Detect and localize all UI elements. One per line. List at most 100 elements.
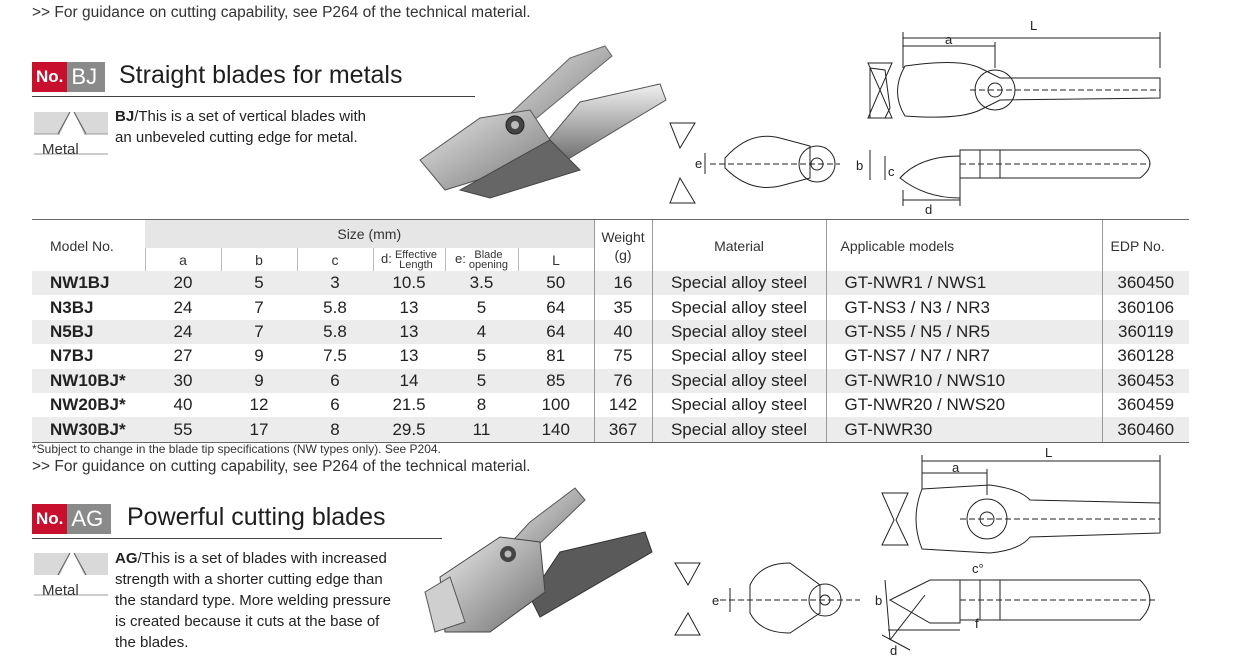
- cell-weight: 16: [593, 271, 652, 296]
- header-weight: Weight (g): [593, 219, 652, 271]
- section-badge-bj: No. BJ: [32, 62, 106, 92]
- cell-L: 50: [518, 271, 594, 296]
- desc-line: is created because it cuts at the base o…: [115, 613, 380, 630]
- cell-a: 24: [145, 319, 221, 345]
- cell-material: Special alloy steel: [651, 295, 826, 320]
- dim-label-L: L: [1030, 18, 1037, 33]
- cell-model: N3BJ: [50, 297, 94, 317]
- dim-label-c: c: [888, 164, 895, 179]
- dim-label-e: e: [695, 156, 702, 171]
- cell-edp: 360106: [1101, 295, 1189, 320]
- header-e-line1: Blade: [474, 248, 503, 261]
- cell-weight: 40: [593, 319, 652, 345]
- cell-c: 6: [297, 368, 373, 393]
- table-row: N5BJ 24 7 5.8 13 4 64 40 Special alloy s…: [32, 319, 1189, 345]
- bj-dimension-diagram: L a b c d e: [669, 18, 1161, 216]
- cell-edp: 360460: [1101, 417, 1189, 443]
- cell-applicable: GT-NS7 / N7 / NR7: [825, 344, 1102, 369]
- cell-edp: 360119: [1101, 319, 1189, 345]
- cell-edp: 360453: [1101, 368, 1189, 393]
- dim-label-f: f: [975, 616, 979, 631]
- cell-material: Special alloy steel: [651, 271, 826, 296]
- bj-blade-photo: [419, 45, 667, 199]
- cell-model: N5BJ: [32, 319, 145, 345]
- cell-applicable: GT-NS5 / N5 / NR5: [825, 319, 1102, 345]
- badge-no: No.: [32, 62, 68, 92]
- guidance-text-bottom: >> For guidance on cutting capability, s…: [32, 458, 531, 475]
- cell-d: 13: [399, 346, 419, 366]
- cell-edp: 360450: [1101, 271, 1189, 296]
- cell-a: 55: [145, 417, 221, 443]
- desc-line: /This is a set of blades with increased: [137, 550, 387, 567]
- cell-e: 11: [445, 417, 518, 443]
- table-row: NW1BJ 20 5 3 10.5 3.5 50 16 Special allo…: [32, 271, 1189, 296]
- cell-c: 5.8: [323, 297, 347, 317]
- cell-weight: 76: [593, 368, 652, 393]
- cell-e: 5: [445, 368, 518, 393]
- header-d-line1: Effective: [394, 248, 437, 261]
- dim-label-d: d: [925, 202, 932, 216]
- ag-blade-photo: [424, 487, 653, 633]
- cell-material: Special alloy steel: [651, 344, 826, 369]
- cell-L: 85: [518, 368, 594, 393]
- metal-material-icon: [32, 108, 108, 156]
- cell-material: Special alloy steel: [651, 368, 826, 393]
- cell-L: 81: [546, 346, 566, 366]
- cell-d: 10.5: [373, 271, 445, 296]
- dim-label-b: b: [875, 593, 882, 608]
- cell-L: 64: [518, 319, 594, 345]
- guidance-text-top: >> For guidance on cutting capability, s…: [32, 4, 531, 21]
- cell-edp: 360459: [1101, 392, 1189, 418]
- cell-model: NW30BJ*: [32, 417, 145, 443]
- desc-line: strength with a shorter cutting edge tha…: [115, 571, 383, 588]
- cell-applicable: GT-NWR30: [825, 417, 1102, 443]
- cell-e: 5: [476, 346, 487, 366]
- table-row: NW10BJ* 30 9 6 14 5 85 76 Special alloy …: [32, 368, 1189, 393]
- cell-e: 3.5: [445, 271, 518, 296]
- cell-b: 12: [249, 395, 269, 415]
- section-title-ag: Powerful cutting blades: [127, 503, 386, 531]
- cell-L: 140: [518, 417, 594, 443]
- cell-b: 5: [221, 271, 297, 296]
- header-weight-line2: (g): [614, 246, 632, 263]
- header-e-prefix: e:: [454, 250, 466, 266]
- dim-label-a: a: [945, 32, 953, 47]
- cell-weight: 75: [593, 344, 652, 369]
- section-title-bj: Straight blades for metals: [119, 61, 403, 89]
- desc-line: /This is a set of vertical blades with: [134, 108, 366, 125]
- cell-d: 14: [373, 368, 445, 393]
- footnote: *Subject to change in the blade tip spec…: [32, 442, 441, 456]
- header-c: c: [296, 248, 373, 271]
- cell-material: Special alloy steel: [651, 392, 826, 418]
- cell-d: 29.5: [373, 417, 445, 443]
- section-rule-bj: [32, 96, 475, 97]
- cell-d: 13: [399, 297, 419, 317]
- cell-e: 5: [476, 297, 487, 317]
- header-d-prefix: d:: [381, 250, 392, 266]
- cell-b: 17: [221, 417, 297, 443]
- table-row: NW30BJ* 55 17 8 29.5 11 140 367 Special …: [32, 417, 1189, 443]
- ag-dimension-diagram: L a b c° d e f: [674, 445, 1161, 658]
- cell-L: 100: [541, 395, 570, 415]
- material-label-ag: Metal: [42, 582, 79, 599]
- dim-label-L: L: [1045, 445, 1052, 460]
- header-model: Model No.: [32, 219, 145, 271]
- cell-weight: 35: [593, 295, 652, 320]
- header-edp: EDP No.: [1101, 219, 1189, 271]
- section-badge-ag: No. AG: [32, 504, 112, 534]
- header-weight-line1: Weight: [601, 228, 645, 245]
- material-label-bj: Metal: [42, 141, 79, 158]
- cell-material: Special alloy steel: [651, 319, 826, 345]
- cell-model: NW10BJ*: [32, 368, 145, 393]
- cell-applicable: GT-NWR20 / NWS20: [825, 392, 1102, 418]
- cell-b: 9: [254, 346, 264, 366]
- cell-d: 13: [373, 319, 445, 345]
- cell-c: 3: [297, 271, 373, 296]
- cell-e: 8: [476, 395, 487, 415]
- cell-L: 64: [546, 297, 566, 317]
- cell-applicable: GT-NWR1 / NWS1: [825, 271, 1102, 296]
- cell-e: 4: [445, 319, 518, 345]
- cell-weight: 367: [593, 417, 652, 443]
- metal-material-icon: [34, 552, 108, 596]
- cell-c: 8: [297, 417, 373, 443]
